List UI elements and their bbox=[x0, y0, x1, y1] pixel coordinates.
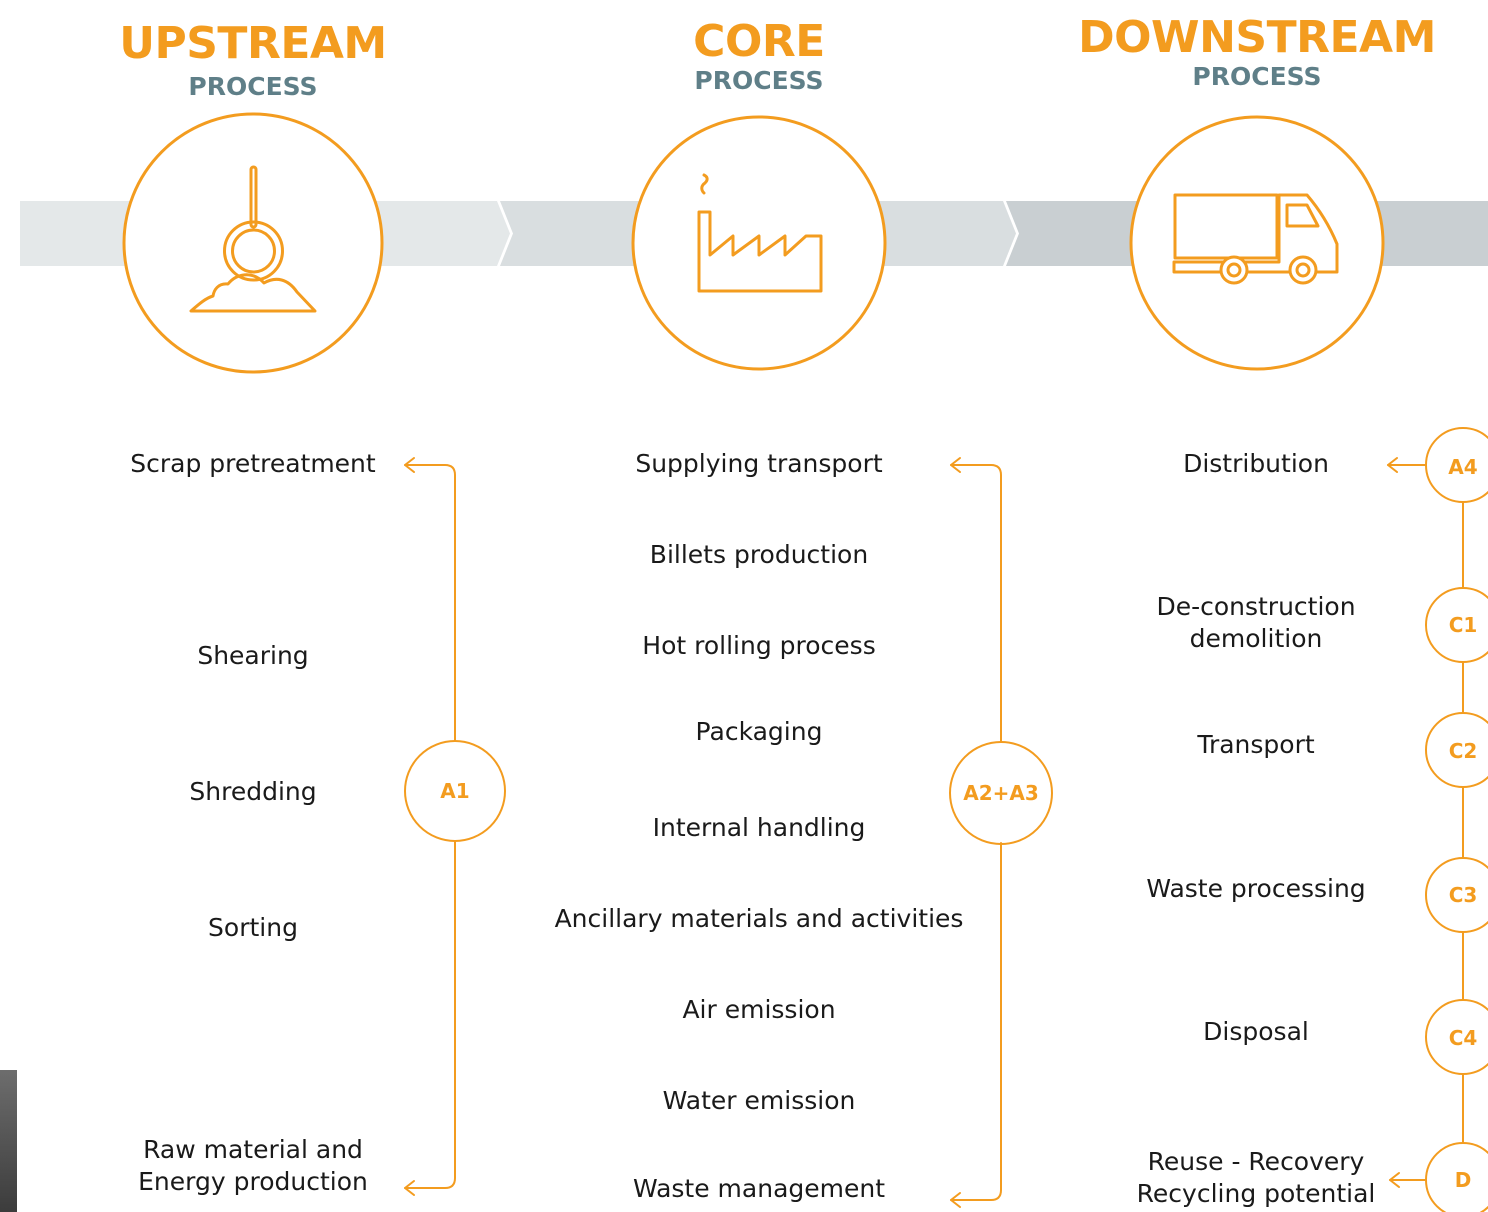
upstream-bracket bbox=[404, 457, 506, 1196]
badge-a2-a3: A2+A3 bbox=[963, 781, 1039, 805]
downstream-item-waste-processing: Waste processing bbox=[1146, 874, 1366, 903]
badge-c1: C1 bbox=[1448, 613, 1478, 637]
core-item-billets-production: Billets production bbox=[649, 540, 869, 569]
badge-a1: A1 bbox=[440, 779, 470, 803]
core-item-supplying-transport: Supplying transport bbox=[635, 449, 883, 478]
downstream-item-reuse-line2: Recycling potential bbox=[1136, 1179, 1376, 1208]
photo-fragment bbox=[0, 1070, 17, 1212]
upstream-item-shredding: Shredding bbox=[189, 777, 317, 806]
downstream-title: DOWNSTREAM bbox=[1078, 12, 1436, 63]
core-title: CORE bbox=[693, 16, 825, 67]
upstream-subtitle: PROCESS bbox=[188, 72, 318, 101]
upstream-item-sorting: Sorting bbox=[208, 913, 298, 942]
badge-a4: A4 bbox=[1448, 455, 1478, 479]
core-subtitle: PROCESS bbox=[694, 66, 824, 95]
core-bracket bbox=[949, 457, 1053, 1208]
downstream-item-reuse-line1: Reuse - Recovery bbox=[1147, 1147, 1365, 1176]
upstream-item-scrap-pretreatment: Scrap pretreatment bbox=[130, 449, 376, 478]
badge-c3: C3 bbox=[1448, 883, 1478, 907]
truck-icon bbox=[1129, 115, 1385, 371]
core-item-waste-management: Waste management bbox=[632, 1174, 886, 1203]
core-item-ancillary: Ancillary materials and activities bbox=[554, 904, 964, 933]
downstream-chain bbox=[1387, 427, 1488, 1212]
core-item-air-emission: Air emission bbox=[682, 995, 836, 1024]
downstream-item-deconstruction-line1: De-construction bbox=[1156, 592, 1356, 621]
badge-c2: C2 bbox=[1448, 739, 1478, 763]
badge-d: D bbox=[1454, 1168, 1472, 1192]
downstream-item-disposal: Disposal bbox=[1203, 1017, 1309, 1046]
downstream-item-deconstruction-line2: demolition bbox=[1189, 624, 1323, 653]
core-item-hot-rolling: Hot rolling process bbox=[642, 631, 876, 660]
core-item-internal-handling: Internal handling bbox=[652, 813, 866, 842]
scrap-crane-icon bbox=[122, 112, 384, 374]
downstream-item-distribution: Distribution bbox=[1183, 449, 1329, 478]
core-item-packaging: Packaging bbox=[695, 717, 823, 746]
upstream-title: UPSTREAM bbox=[119, 18, 387, 69]
badge-c4: C4 bbox=[1448, 1026, 1478, 1050]
downstream-subtitle: PROCESS bbox=[1192, 62, 1322, 91]
upstream-item-shearing: Shearing bbox=[197, 641, 309, 670]
upstream-item-raw-material-line1: Raw material and bbox=[143, 1135, 363, 1164]
factory-icon bbox=[631, 115, 887, 371]
upstream-item-raw-material-line2: Energy production bbox=[138, 1167, 368, 1196]
downstream-item-transport: Transport bbox=[1197, 730, 1315, 759]
core-item-water-emission: Water emission bbox=[662, 1086, 856, 1115]
